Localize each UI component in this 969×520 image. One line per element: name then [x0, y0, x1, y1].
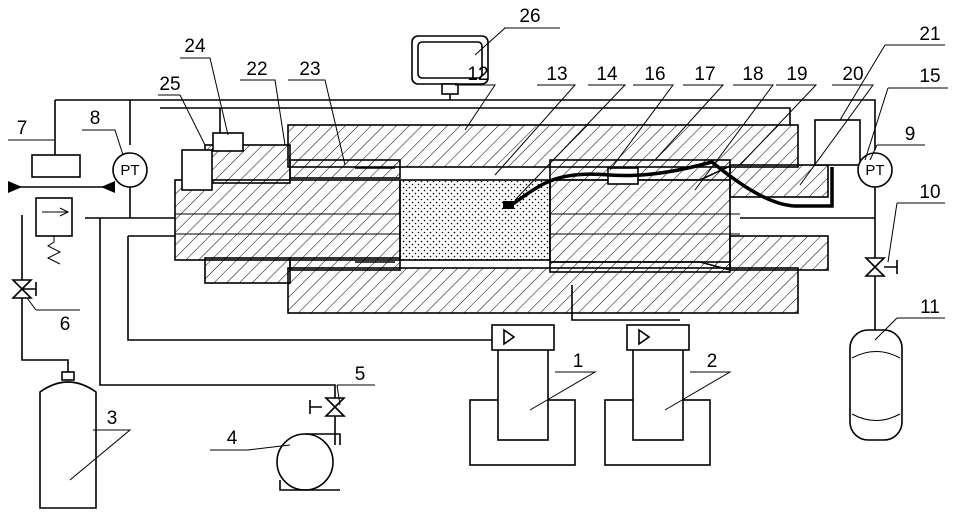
label-8: 8 — [90, 108, 101, 129]
pressure-gauge-right: PT — [858, 153, 892, 187]
label-16: 16 — [644, 64, 665, 85]
transducer-box — [815, 120, 860, 165]
label-23: 23 — [299, 59, 320, 80]
label-10: 10 — [919, 182, 940, 203]
gauge-left-label: PT — [120, 162, 139, 179]
sensor-tip — [503, 201, 514, 209]
label-21: 21 — [919, 24, 940, 45]
label-9: 9 — [905, 124, 916, 145]
label-17: 17 — [694, 64, 715, 85]
label-20: 20 — [842, 64, 863, 85]
label-5: 5 — [355, 364, 366, 385]
label-3: 3 — [107, 408, 118, 429]
gauge-right-label: PT — [865, 162, 884, 179]
accumulator — [850, 330, 902, 440]
label-4: 4 — [227, 428, 238, 449]
label-13: 13 — [546, 64, 567, 85]
label-19: 19 — [786, 64, 807, 85]
label-11: 11 — [920, 297, 940, 318]
label-18: 18 — [742, 64, 763, 85]
pressure-gauge-left: PT — [113, 153, 147, 187]
label-7: 7 — [17, 118, 28, 139]
label-1: 1 — [573, 351, 584, 372]
right-plug — [550, 160, 828, 272]
label-22: 22 — [246, 59, 267, 80]
pump-1 — [470, 325, 575, 465]
label-14: 14 — [596, 64, 618, 85]
box-24 — [213, 133, 243, 151]
valve-6 — [13, 280, 36, 298]
label-26: 26 — [519, 6, 540, 27]
label-15: 15 — [919, 66, 940, 87]
gas-cylinder — [40, 372, 96, 508]
label-6: 6 — [60, 314, 71, 335]
label-2: 2 — [707, 351, 718, 372]
label-25: 25 — [159, 74, 180, 95]
control-valve — [8, 155, 115, 264]
pump-2 — [605, 325, 710, 465]
vacuum-pump — [277, 434, 340, 490]
label-24: 24 — [184, 36, 206, 57]
valve-10 — [866, 258, 897, 276]
label-12: 12 — [467, 64, 488, 85]
